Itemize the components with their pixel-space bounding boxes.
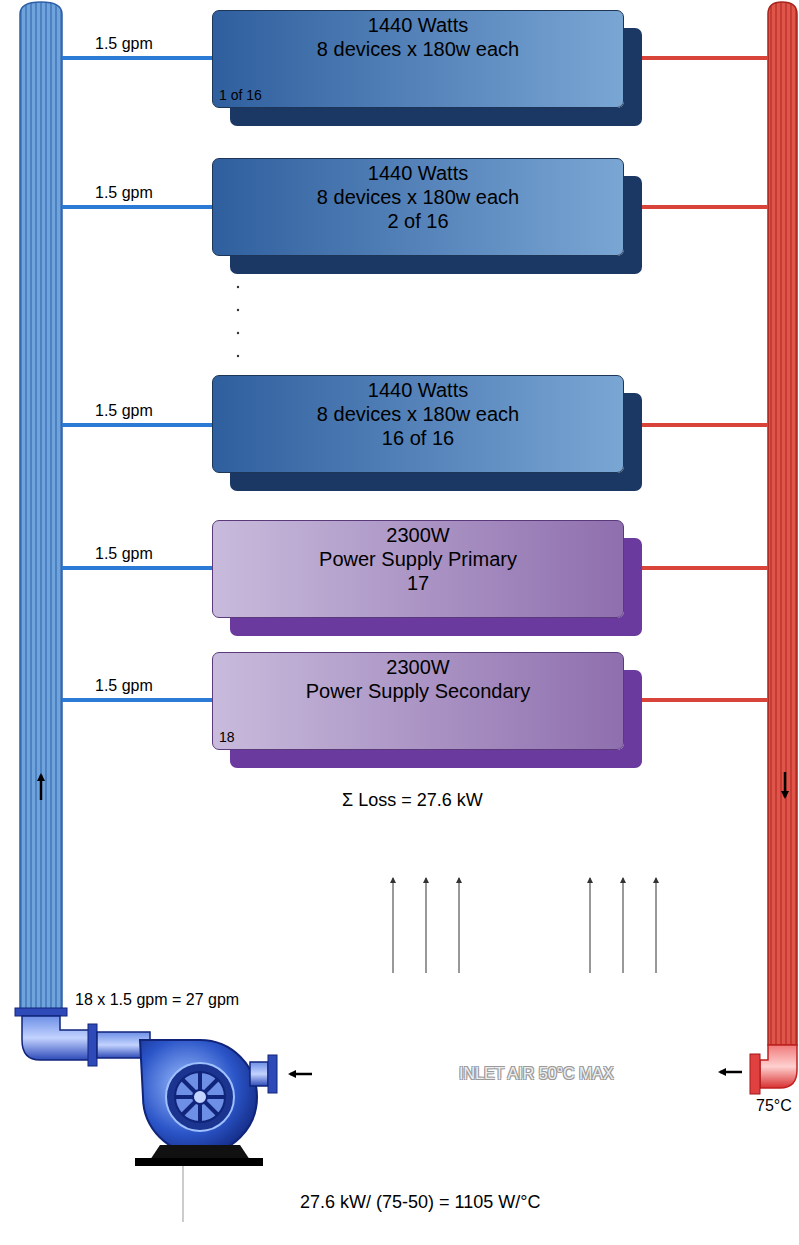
- box-number: 18: [219, 729, 235, 745]
- flow-rate-label: 1.5 gpm: [95, 676, 153, 696]
- note-label: Σ Loss = 27.6 kW: [342, 790, 483, 810]
- power-supply-box: 2300WPower Supply Secondary 18: [212, 652, 624, 750]
- device-bank-box: 1440 Watts8 devices x 180w each 1 of 16: [212, 10, 624, 108]
- power-rating: 1440 Watts: [213, 161, 623, 185]
- flow-rate-label: 1.5 gpm: [95, 544, 153, 564]
- device-bank-box: 1440 Watts8 devices x 180w each16 of 16: [212, 375, 624, 473]
- box-description: 8 devices x 180w each: [213, 402, 623, 426]
- power-rating: 1440 Watts: [213, 378, 623, 402]
- box-number: 2 of 16: [213, 209, 623, 233]
- box-description: Power Supply Primary: [213, 547, 623, 571]
- note-label: 18 x 1.5 gpm = 27 gpm: [75, 990, 239, 1010]
- flow-rate-label: 1.5 gpm: [95, 401, 153, 421]
- note-label: 27.6 kW/ (75-50) = 1105 W/°C: [300, 1192, 540, 1212]
- device-bank-box: 1440 Watts8 devices x 180w each2 of 16: [212, 158, 624, 256]
- box-number: 16 of 16: [213, 426, 623, 450]
- box-number: 17: [213, 571, 623, 595]
- box-description: 8 devices x 180w each: [213, 37, 623, 61]
- power-rating: 2300W: [213, 523, 623, 547]
- power-rating: 1440 Watts: [213, 13, 623, 37]
- flow-rate-label: 1.5 gpm: [95, 34, 153, 54]
- box-description: Power Supply Secondary: [213, 679, 623, 703]
- power-rating: 2300W: [213, 655, 623, 679]
- box-number: 1 of 16: [219, 87, 262, 103]
- flow-rate-label: 1.5 gpm: [95, 183, 153, 203]
- note-label: 75°C: [756, 1096, 792, 1116]
- note-label: INLET AIR 50°C MAX: [459, 1064, 614, 1084]
- power-supply-box: 2300WPower Supply Primary17: [212, 520, 624, 618]
- box-description: 8 devices x 180w each: [213, 185, 623, 209]
